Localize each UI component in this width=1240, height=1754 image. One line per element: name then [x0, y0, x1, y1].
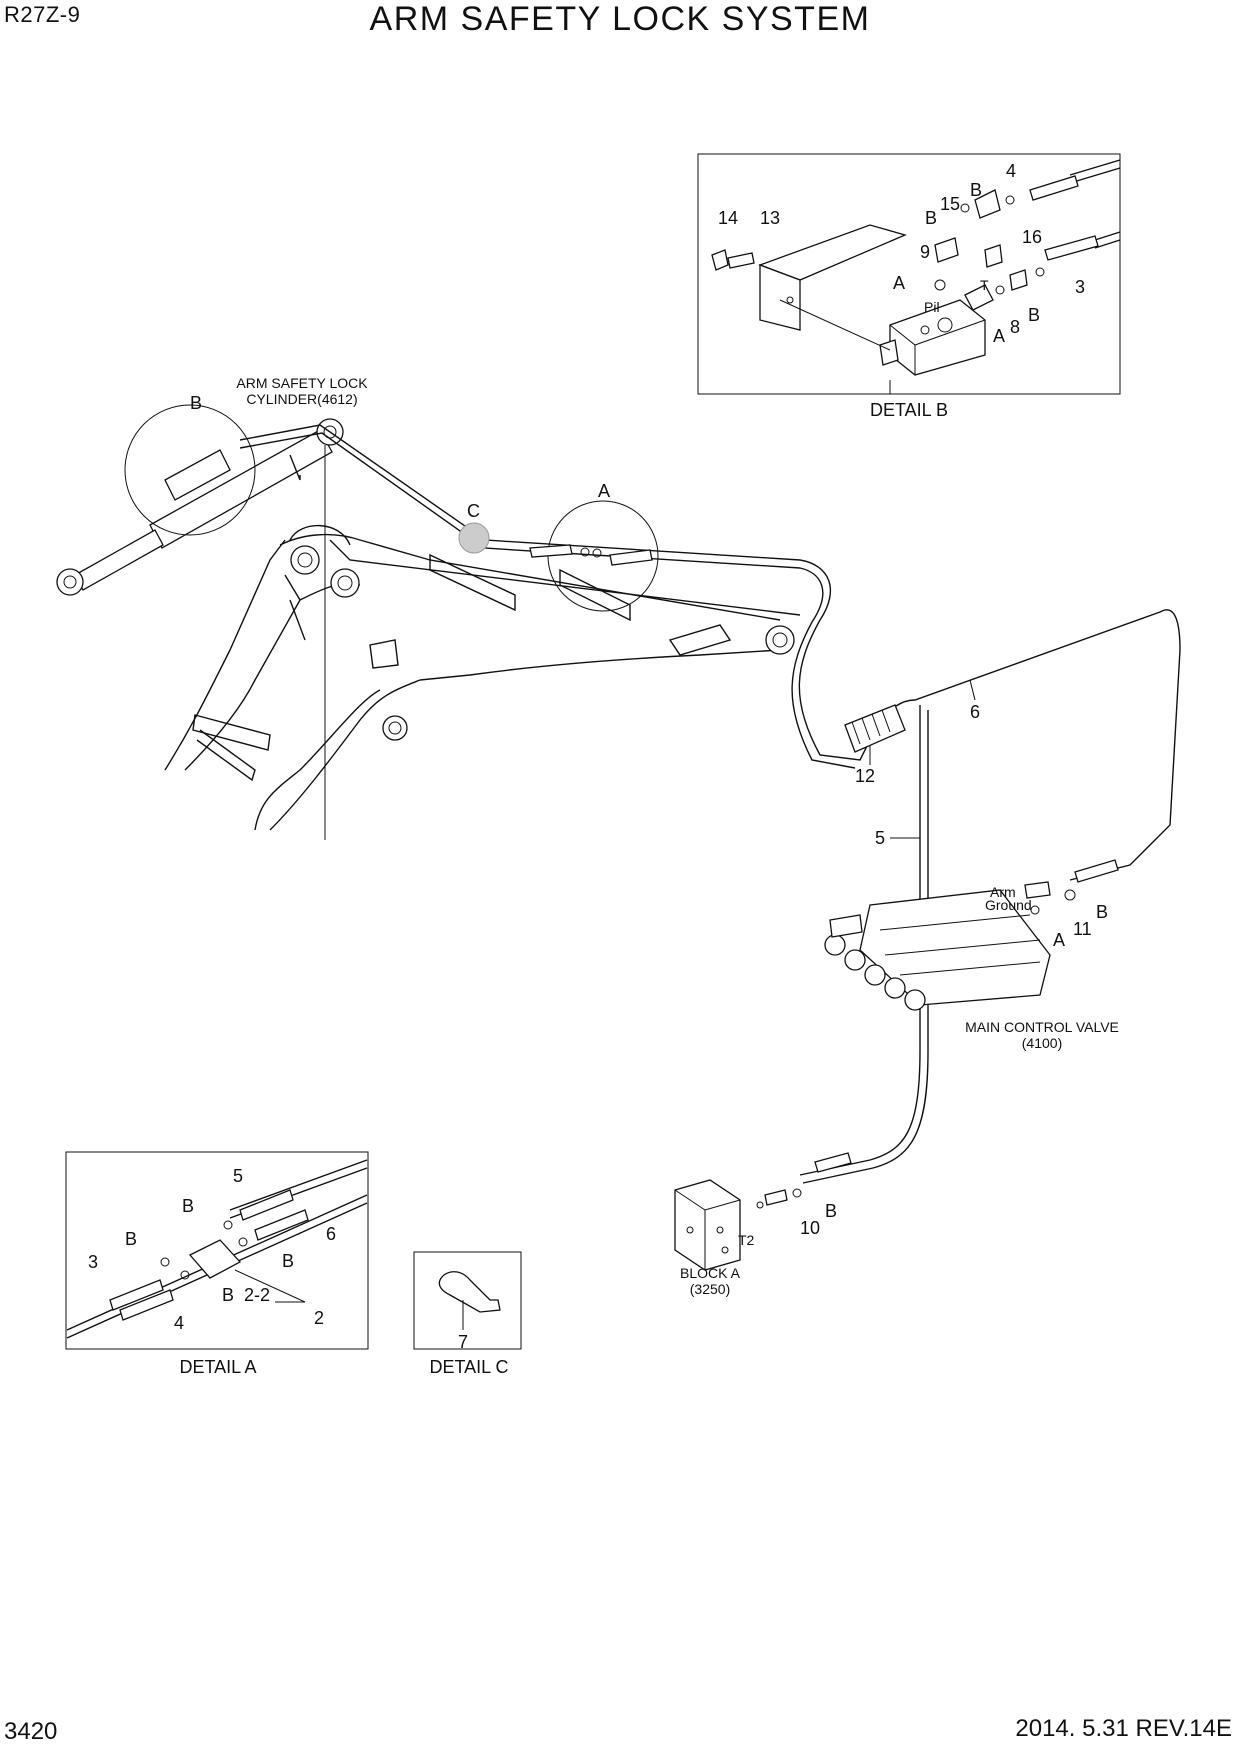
arm-safety-lock-cylinder: [56, 404, 344, 840]
detail-b-label-pil: Pil: [924, 299, 940, 315]
model-code: R27Z-9: [4, 2, 81, 27]
detail-a-callout-2-2: 2-2: [244, 1285, 270, 1305]
main-control-valve: [824, 881, 1076, 1011]
detail-b-callout-b1: B: [970, 180, 982, 200]
detail-c: 7 DETAIL C: [413, 1251, 522, 1377]
callout-10: 10: [800, 1218, 820, 1238]
boom-structure: [164, 524, 801, 831]
detail-b-callout-b3: B: [1028, 305, 1040, 325]
detail-a-callout-6: 6: [326, 1224, 336, 1244]
component-labels: ARM SAFETY LOCK CYLINDER(4612) MAIN CONT…: [236, 375, 1119, 1297]
mcv-label-line1: MAIN CONTROL VALVE: [965, 1019, 1119, 1035]
page-number: 3420: [4, 1718, 58, 1745]
label-arm: Arm: [990, 884, 1016, 900]
hose-routing: [239, 424, 1181, 1184]
detail-b-callout-a1: A: [893, 273, 905, 293]
cylinder-label-line1: ARM SAFETY LOCK: [236, 375, 368, 391]
detail-a: 5 B 6 B 3 B B 2-2 2 4 DETAIL A: [65, 1151, 369, 1377]
detail-b-callout-4: 4: [1006, 161, 1016, 181]
detail-a-callout-b3: B: [282, 1251, 294, 1271]
detail-b: 4 B 15 B 16 14 13 9 A 3 A 8 B Pil T DETA…: [697, 153, 1121, 420]
callout-a-right: A: [1053, 930, 1065, 950]
detail-b-callout-14: 14: [718, 208, 738, 228]
detail-b-callout-8: 8: [1010, 317, 1020, 337]
detail-c-callout-7: 7: [458, 1332, 468, 1352]
detail-b-caption: DETAIL B: [870, 400, 948, 420]
detail-a-caption: DETAIL A: [179, 1357, 256, 1377]
label-ground: Ground: [985, 897, 1032, 913]
cylinder-label-line2: CYLINDER(4612): [246, 391, 357, 407]
detail-a-callout-3: 3: [88, 1252, 98, 1272]
main-callouts: B C A 6 12 5 11 B A 10 B Arm Ground T2: [190, 393, 1108, 1248]
detail-a-callout-5: 5: [233, 1166, 243, 1186]
detail-b-callout-16: 16: [1022, 227, 1042, 247]
page-title: ARM SAFETY LOCK SYSTEM: [369, 0, 871, 38]
detail-c-caption: DETAIL C: [429, 1357, 508, 1377]
detail-a-callout-b1: B: [182, 1196, 194, 1216]
callout-b-bottom: B: [825, 1201, 837, 1221]
detail-b-label-t: T: [980, 277, 989, 293]
callout-c: C: [467, 501, 480, 521]
label-t2: T2: [738, 1232, 755, 1248]
callout-5: 5: [875, 828, 885, 848]
detail-a-callout-2: 2: [314, 1308, 324, 1328]
callout-12: 12: [855, 766, 875, 786]
detail-b-callout-13: 13: [760, 208, 780, 228]
callout-a: A: [598, 481, 610, 501]
block-a-label-line2: (3250): [690, 1281, 730, 1297]
detail-a-callout-b2: B: [125, 1229, 137, 1249]
detail-b-callout-b2: B: [925, 208, 937, 228]
callout-b: B: [190, 393, 202, 413]
detail-a-callout-b4: B: [222, 1285, 234, 1305]
detail-b-callout-15: 15: [940, 194, 960, 214]
callout-11: 11: [1073, 919, 1092, 939]
detail-b-callout-3: 3: [1075, 277, 1085, 297]
callout-6: 6: [970, 702, 980, 722]
block-a: [674, 1179, 802, 1271]
detail-b-callout-9: 9: [920, 242, 930, 262]
block-a-label-line1: BLOCK A: [680, 1265, 741, 1281]
mcv-label-line2: (4100): [1022, 1035, 1062, 1051]
callout-b-right: B: [1096, 902, 1108, 922]
detail-b-callout-a2: A: [993, 326, 1005, 346]
detail-a-callout-4: 4: [174, 1313, 184, 1333]
revision-date: 2014. 5.31 REV.14E: [1015, 1715, 1232, 1742]
